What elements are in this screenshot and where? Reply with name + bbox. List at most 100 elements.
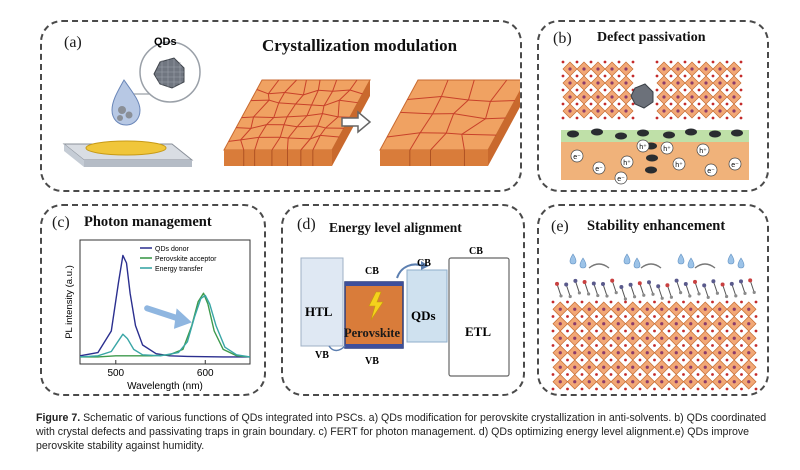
a-site-cation <box>696 344 700 347</box>
hole-carrier <box>660 141 674 155</box>
b-site-cation <box>616 322 620 326</box>
b-site-cation <box>602 351 606 355</box>
b-site-cation <box>558 322 562 326</box>
defect-trap <box>663 131 675 139</box>
grain-boundary <box>253 99 270 118</box>
grain-boundary <box>284 79 297 93</box>
ligand-atom <box>564 282 569 287</box>
a-site-cation <box>551 373 555 376</box>
b-site-cation <box>616 307 620 311</box>
panel-c-title: Photon management <box>84 214 212 230</box>
passivating-qd <box>630 83 654 109</box>
a-site-cation <box>711 116 715 120</box>
a-site-cation <box>575 116 579 120</box>
a-site-cation <box>653 315 656 318</box>
a-site-cation <box>595 344 598 347</box>
b-site-cation <box>587 336 591 340</box>
charge-carriers: e⁻e⁻h⁺h⁺h⁺h⁺h⁺e⁻e⁻e⁻ <box>570 139 742 185</box>
cb-label-perovskite: CB <box>365 266 379 277</box>
a-site-cation <box>551 387 555 391</box>
b-site-cation <box>573 351 577 355</box>
a-site-cation <box>624 373 627 376</box>
a-site-cation <box>711 344 714 347</box>
a-site-cation <box>754 387 758 391</box>
lightning-icon <box>368 291 384 321</box>
a-site-cation <box>739 116 743 120</box>
cb-label-etl: CB <box>469 246 483 257</box>
grain-boundary <box>268 91 285 95</box>
anti-solvent-droplet <box>111 79 141 126</box>
b-site-cation <box>704 67 708 71</box>
water-droplet-icon <box>687 257 695 269</box>
grain-boundary <box>461 133 497 136</box>
ligand-atom <box>591 281 596 286</box>
energy-transfer-arrow <box>144 305 184 323</box>
a-site-cation <box>580 315 584 318</box>
ligand-chain <box>584 281 590 295</box>
grain-boundary <box>319 127 326 136</box>
b-site-cation <box>573 365 577 369</box>
grain-boundary <box>297 125 318 128</box>
a-site-cation <box>725 373 729 376</box>
a-site-cation <box>653 373 656 376</box>
b-site-cation <box>631 322 635 326</box>
a-site-cation <box>551 329 555 333</box>
ligand-atom <box>596 293 600 298</box>
grain-boundary <box>407 96 442 101</box>
electron-symbol: e⁻ <box>595 166 603 173</box>
a-site-cation <box>603 88 607 92</box>
b-site-cation <box>568 81 572 85</box>
b-site-cation <box>624 95 628 99</box>
b-site-cation <box>587 380 591 384</box>
b-site-cation <box>732 109 736 113</box>
b-site-cation <box>645 336 649 340</box>
b-site-cation <box>689 307 693 311</box>
a-site-cation <box>580 387 584 391</box>
grain-boundary <box>309 125 319 140</box>
grain-boundary <box>284 92 304 96</box>
ligand-atom <box>679 291 683 295</box>
ligand-chain <box>694 281 700 295</box>
ligand-atom <box>601 282 605 287</box>
a-site-cation <box>683 60 687 64</box>
water-droplet-icon <box>633 257 641 269</box>
a-site-cation <box>566 300 569 304</box>
b-site-cation <box>631 351 635 355</box>
a-site-cation <box>624 358 627 362</box>
b-site-cation <box>631 336 635 340</box>
ligand-atom <box>683 281 688 286</box>
grain-boundary <box>236 127 251 129</box>
a-site-cation <box>754 315 758 318</box>
a-site-cation <box>575 60 579 64</box>
a-site-cation <box>638 300 642 304</box>
b-site-cation <box>645 380 649 384</box>
b-site-cation <box>674 307 678 311</box>
a-site-cation <box>754 373 758 376</box>
a-site-cation <box>653 358 656 362</box>
grain-boundary <box>338 89 351 101</box>
grain-boundary <box>240 136 259 141</box>
ligand-atom <box>614 291 618 295</box>
a-site-cation <box>711 300 714 304</box>
a-site-cation <box>682 358 685 362</box>
ligand-chain <box>630 284 636 297</box>
ligand-atom <box>729 281 734 286</box>
a-site-cation <box>631 116 635 120</box>
b-site-cation <box>703 365 707 369</box>
a-site-cation <box>667 329 671 333</box>
hole-symbol: h⁺ <box>639 144 647 151</box>
series-line-2 <box>79 294 251 358</box>
a-site-cation <box>682 315 685 318</box>
a-site-cation <box>624 344 627 347</box>
grain-boundary <box>240 128 252 141</box>
b-site-cation <box>582 81 586 85</box>
grain-boundary <box>323 99 340 107</box>
grain-boundary <box>267 93 270 101</box>
grain-boundary <box>485 101 491 119</box>
b-site-cation <box>703 322 707 326</box>
a-site-cation <box>561 88 565 92</box>
b-site-cation <box>602 380 606 384</box>
electron-carrier <box>614 171 628 185</box>
ligand-atom <box>623 297 627 301</box>
a-site-cation <box>595 358 598 362</box>
